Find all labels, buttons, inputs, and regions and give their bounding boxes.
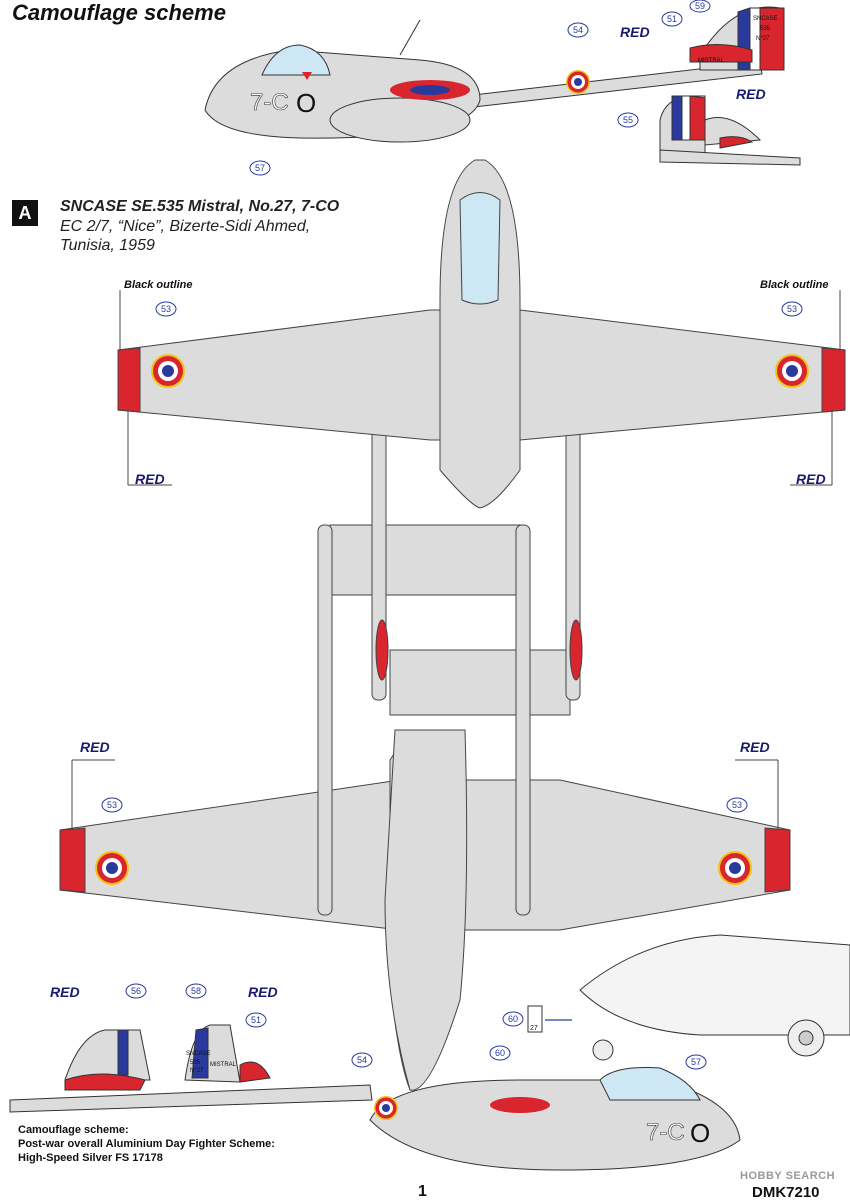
svg-text:SNCASE: SNCASE xyxy=(186,1051,211,1057)
svg-text:53: 53 xyxy=(161,304,171,314)
page-number: 1 xyxy=(418,1183,427,1200)
svg-text:27: 27 xyxy=(530,1025,538,1032)
camouflage-line: Camouflage scheme: xyxy=(18,1124,129,1136)
svg-text:53: 53 xyxy=(732,800,742,810)
svg-text:60: 60 xyxy=(495,1048,505,1058)
svg-text:54: 54 xyxy=(573,25,583,35)
svg-text:53: 53 xyxy=(107,800,117,810)
decal-54: 54 xyxy=(351,1052,373,1068)
decal-53: 53 xyxy=(101,797,123,813)
aircraft-title: SNCASE SE.535 Mistral, No.27, 7-CO xyxy=(60,198,340,215)
svg-text:55: 55 xyxy=(623,115,633,125)
svg-text:535: 535 xyxy=(190,1060,201,1066)
location-line: Tunisia, 1959 xyxy=(60,237,155,254)
svg-text:56: 56 xyxy=(131,986,141,996)
svg-text:N°27: N°27 xyxy=(190,1068,204,1074)
undercarriage-detail xyxy=(527,934,850,1061)
decal-54: 54 xyxy=(567,22,589,38)
unit-line: EC 2/7, “Nice”, Bizerte-Sidi Ahmed, xyxy=(60,218,311,235)
svg-text:53: 53 xyxy=(787,304,797,314)
decal-59: 59 xyxy=(689,0,711,13)
red-callout: RED xyxy=(740,739,770,755)
svg-text:51: 51 xyxy=(667,14,677,24)
svg-text:57: 57 xyxy=(255,163,265,173)
svg-text:60: 60 xyxy=(508,1014,518,1024)
svg-text:SNCASE: SNCASE xyxy=(753,16,778,22)
product-code: DMK7210 xyxy=(752,1184,820,1201)
decal-60: 60 xyxy=(502,1011,524,1027)
side-profile-top: 7-C O xyxy=(204,6,785,143)
red-callout: RED xyxy=(248,984,278,1000)
svg-text:MISTRAL: MISTRAL xyxy=(698,58,725,64)
tail-detail-top-right xyxy=(659,95,801,166)
plan-view-bottom xyxy=(59,524,791,1091)
camouflage-line: Post-war overall Aluminium Day Fighter S… xyxy=(18,1138,275,1150)
svg-text:58: 58 xyxy=(191,986,201,996)
svg-text:59: 59 xyxy=(695,1,705,11)
decal-53: 53 xyxy=(781,301,803,317)
svg-text:57: 57 xyxy=(691,1057,701,1067)
red-callout: RED xyxy=(50,984,80,1000)
fuselage-code: 7-C xyxy=(250,89,289,116)
profile-badge: A xyxy=(12,200,38,226)
decal-53: 53 xyxy=(726,797,748,813)
svg-text:N°27: N°27 xyxy=(756,36,770,42)
red-callout: RED xyxy=(796,471,826,487)
decal-57: 57 xyxy=(249,160,271,176)
plan-view-top xyxy=(117,159,846,716)
svg-text:O: O xyxy=(296,88,316,118)
side-profile-bottom: 7-C O xyxy=(9,1024,741,1171)
decal-57: 57 xyxy=(685,1054,707,1070)
svg-text:51: 51 xyxy=(251,1015,261,1025)
black-outline-callout: Black outline xyxy=(124,279,193,291)
fin-markings: SNCASE 535 N°27 MISTRAL SNCASE 535 N°27 … xyxy=(186,16,778,1074)
decal-51: 51 xyxy=(245,1012,267,1028)
red-callout: RED xyxy=(135,471,165,487)
page-heading: Camouflage scheme xyxy=(12,0,226,25)
black-outline-callout: Black outline xyxy=(760,279,829,291)
red-callout: RED xyxy=(80,739,110,755)
svg-text:7-C: 7-C xyxy=(646,1119,685,1146)
svg-text:O: O xyxy=(690,1118,710,1148)
decal-56: 56 xyxy=(125,983,147,999)
svg-text:54: 54 xyxy=(357,1055,367,1065)
red-callout: RED xyxy=(620,24,650,40)
decal-51: 51 xyxy=(661,11,683,27)
decal-callouts: 54 51 59 55 57 53 53 53 53 56 58 51 60 6… xyxy=(101,0,803,1070)
decal-58: 58 xyxy=(185,983,207,999)
decal-55: 55 xyxy=(617,112,639,128)
watermark: HOBBY SEARCH xyxy=(740,1170,836,1182)
decal-53: 53 xyxy=(155,301,177,317)
svg-text:MISTRAL: MISTRAL xyxy=(210,1062,237,1068)
svg-text:535: 535 xyxy=(760,26,771,32)
camouflage-line: High-Speed Silver FS 17178 xyxy=(18,1152,163,1164)
red-callout: RED xyxy=(736,86,766,102)
decal-60: 60 xyxy=(489,1045,511,1061)
